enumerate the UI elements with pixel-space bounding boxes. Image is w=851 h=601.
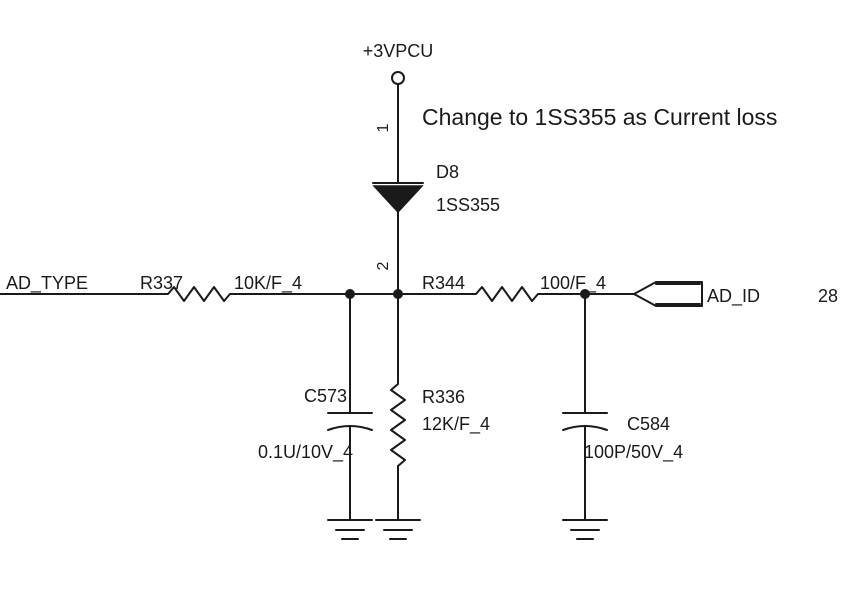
resistor-r336-value: 12K/F_4 (422, 414, 490, 435)
diode-value-label: 1SS355 (436, 195, 500, 215)
diode-pin-1-label: 1 (375, 123, 392, 132)
net-label-ad-type: AD_TYPE (6, 273, 88, 294)
net-page-ref: 28 (818, 286, 838, 306)
resistor-r344-ref: R344 (422, 273, 465, 293)
diode-ref-label: D8 (436, 162, 459, 182)
ground-symbol-c584 (562, 519, 608, 540)
resistor-r344 (469, 286, 547, 302)
capacitor-c573-ref: C573 (304, 386, 347, 406)
resistor-r336-ref: R336 (422, 387, 465, 407)
power-rail-label: +3VPCU (363, 41, 434, 61)
resistor-r344-value: 100/F_4 (540, 273, 606, 294)
net-label-ad-id: AD_ID (707, 286, 760, 307)
capacitor-c584-value: 100P/50V_4 (584, 442, 683, 463)
ground-symbol-c573 (327, 519, 373, 540)
diode-pin-2-label: 2 (375, 261, 392, 270)
design-note: Change to 1SS355 as Current loss (422, 104, 777, 130)
power-rail-terminal (391, 71, 405, 85)
net-connector-ad-id (633, 281, 703, 307)
ground-symbol-r336 (375, 519, 421, 540)
diode-d8 (372, 182, 424, 214)
resistor-r337-ref: R337 (140, 273, 183, 293)
capacitor-c573-value: 0.1U/10V_4 (258, 442, 353, 463)
resistor-r336 (390, 377, 406, 467)
capacitor-c584-ref: C584 (627, 414, 670, 434)
resistor-r337-value: 10K/F_4 (234, 273, 302, 294)
resistor-r337 (161, 286, 241, 302)
